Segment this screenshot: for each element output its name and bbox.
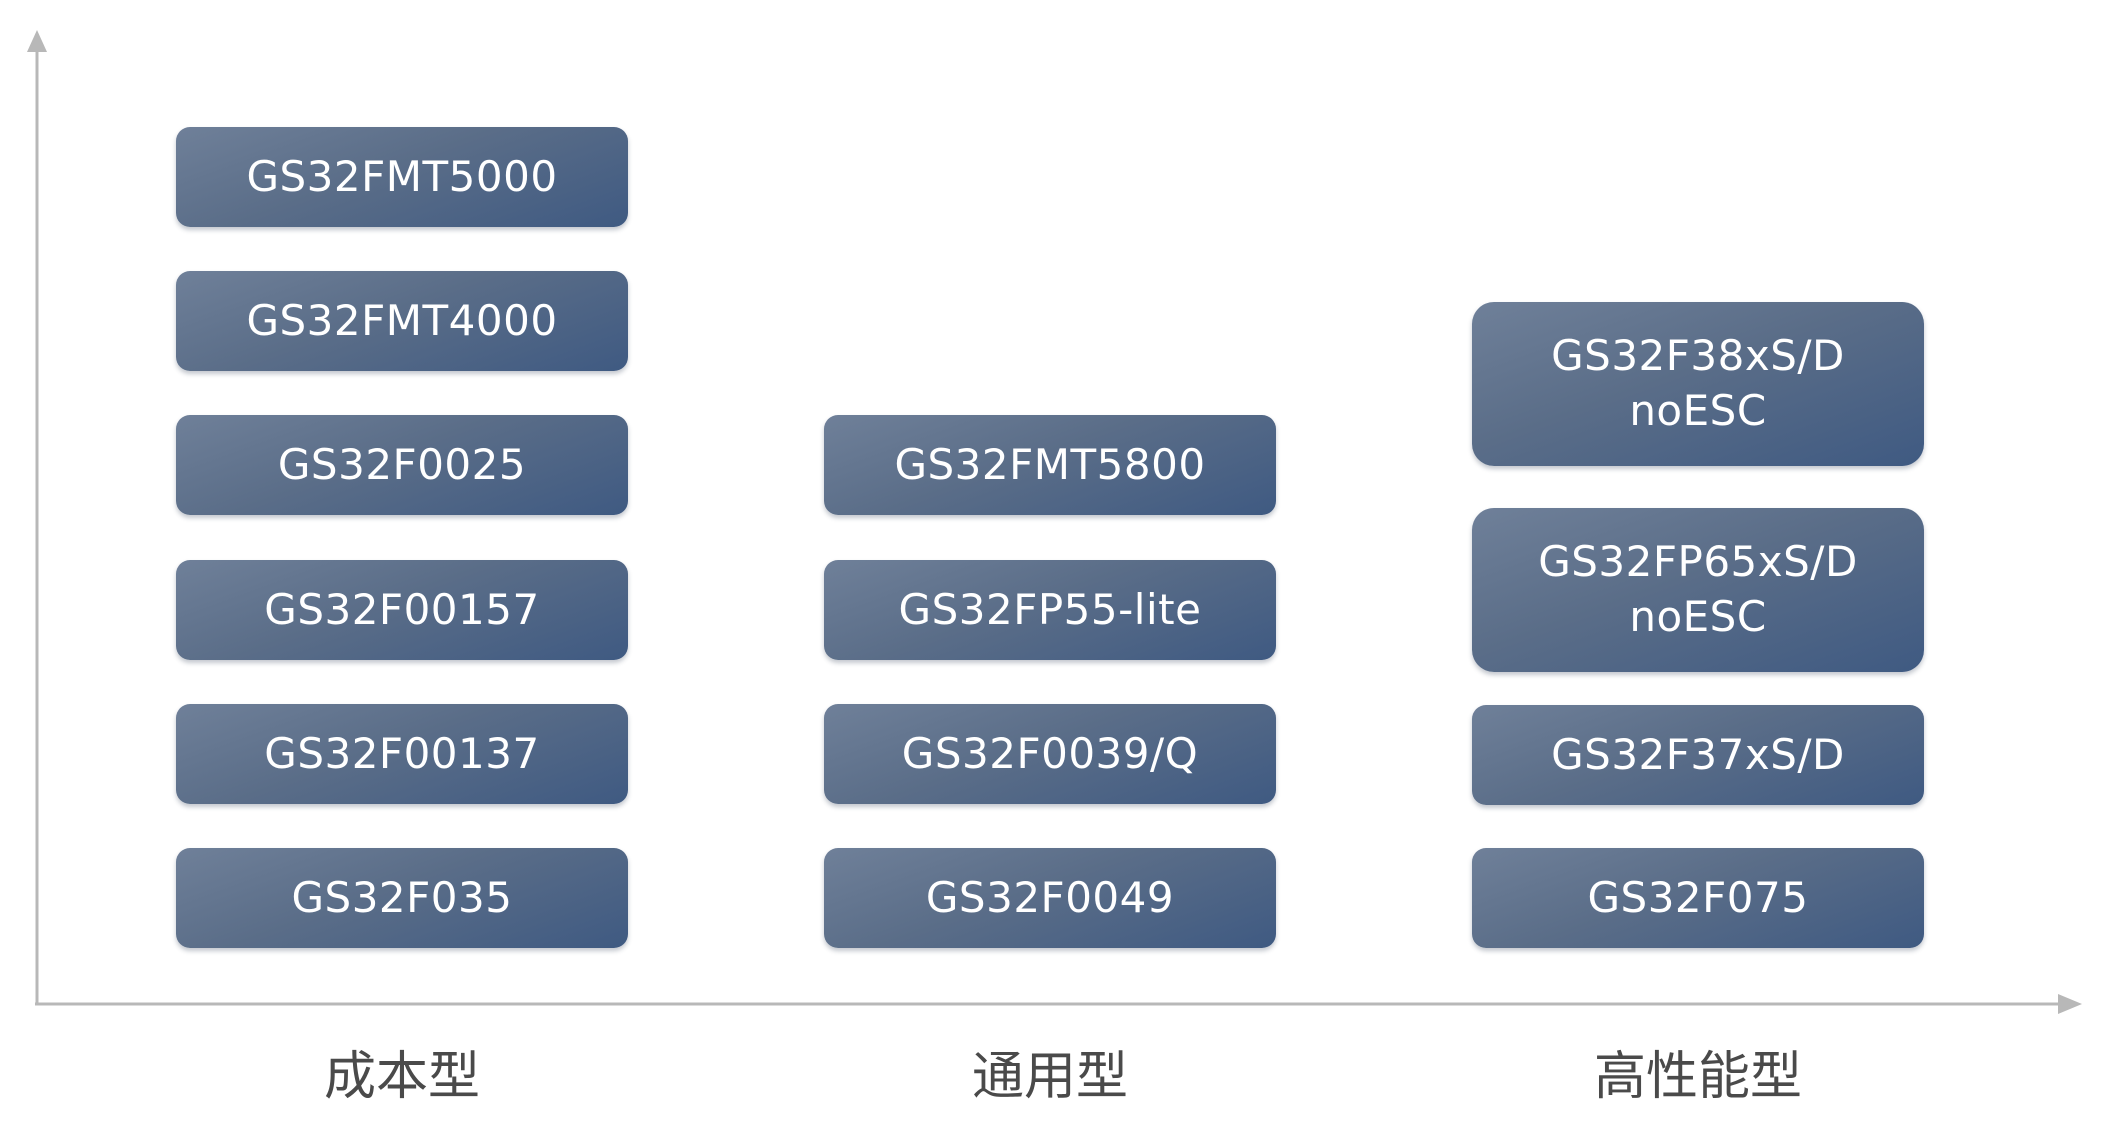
product-chip[interactable]: GS32FP55-lite bbox=[824, 560, 1276, 660]
product-label: GS32FMT5000 bbox=[246, 151, 558, 201]
product-label: GS32FMT4000 bbox=[246, 295, 558, 345]
column-general: GS32FMT5800 GS32FP55-lite GS32F0039/Q GS… bbox=[824, 0, 1276, 1142]
product-chip[interactable]: GS32FMT4000 bbox=[176, 271, 628, 371]
product-chip[interactable]: GS32F0039/Q bbox=[824, 704, 1276, 804]
product-chip[interactable]: GS32FP65xS/D noESC bbox=[1472, 508, 1924, 672]
product-chip[interactable]: GS32FMT5800 bbox=[824, 415, 1276, 515]
product-label-line1: GS32F38xS/D bbox=[1551, 331, 1845, 381]
x-axis-arrow-icon bbox=[2058, 994, 2082, 1014]
product-chip[interactable]: GS32F38xS/D noESC bbox=[1472, 302, 1924, 466]
product-label: GS32F075 bbox=[1587, 872, 1809, 922]
y-axis-arrow-icon bbox=[27, 30, 47, 52]
product-label: GS32F37xS/D bbox=[1551, 729, 1845, 779]
product-label: GS32F035 bbox=[291, 872, 513, 922]
product-label: GS32F0039/Q bbox=[901, 728, 1199, 778]
product-label: GS32FP55-lite bbox=[898, 584, 1202, 634]
product-chip[interactable]: GS32F0049 bbox=[824, 848, 1276, 948]
product-chip[interactable]: GS32F075 bbox=[1472, 848, 1924, 948]
product-chip[interactable]: GS32F00157 bbox=[176, 560, 628, 660]
column-cost: GS32FMT5000 GS32FMT4000 GS32F0025 GS32F0… bbox=[176, 0, 628, 1142]
product-chip[interactable]: GS32F035 bbox=[176, 848, 628, 948]
product-label-line2: noESC bbox=[1629, 386, 1767, 435]
product-chip[interactable]: GS32F37xS/D bbox=[1472, 705, 1924, 805]
category-label: 成本型 bbox=[323, 1047, 480, 1107]
product-label-line1: GS32FP65xS/D bbox=[1538, 537, 1858, 587]
product-label: GS32F00137 bbox=[264, 728, 540, 778]
product-chip[interactable]: GS32FMT5000 bbox=[176, 127, 628, 227]
product-chip[interactable]: GS32F00137 bbox=[176, 704, 628, 804]
product-label-line2: noESC bbox=[1629, 592, 1767, 641]
category-label: 通用型 bbox=[971, 1047, 1128, 1107]
column-high-performance: GS32F38xS/D noESC GS32FP65xS/D noESC GS3… bbox=[1472, 0, 1924, 1142]
product-chip[interactable]: GS32F0025 bbox=[176, 415, 628, 515]
category-label: 高性能型 bbox=[1593, 1047, 1802, 1107]
product-label: GS32F0025 bbox=[277, 439, 527, 489]
product-label: GS32F00157 bbox=[264, 584, 540, 634]
product-label: GS32FMT5800 bbox=[894, 439, 1206, 489]
product-label: GS32F0049 bbox=[925, 872, 1175, 922]
